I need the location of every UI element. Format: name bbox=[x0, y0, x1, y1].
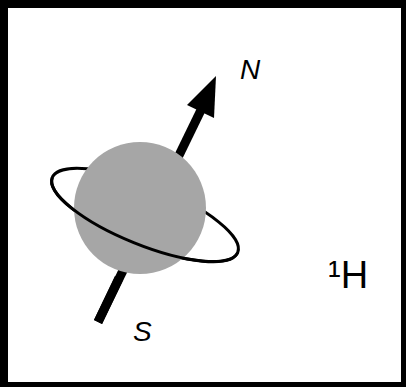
magnetic-axis-head bbox=[187, 76, 216, 118]
frame-ground bbox=[8, 8, 401, 382]
spin-ring-front bbox=[52, 178, 238, 262]
pole-label-south: S bbox=[133, 318, 152, 346]
nucleus-sphere bbox=[74, 142, 206, 274]
pole-label-north: N bbox=[240, 56, 260, 84]
magnetic-axis-tail bbox=[98, 278, 119, 322]
nucleus-label: ¹H bbox=[328, 256, 368, 294]
